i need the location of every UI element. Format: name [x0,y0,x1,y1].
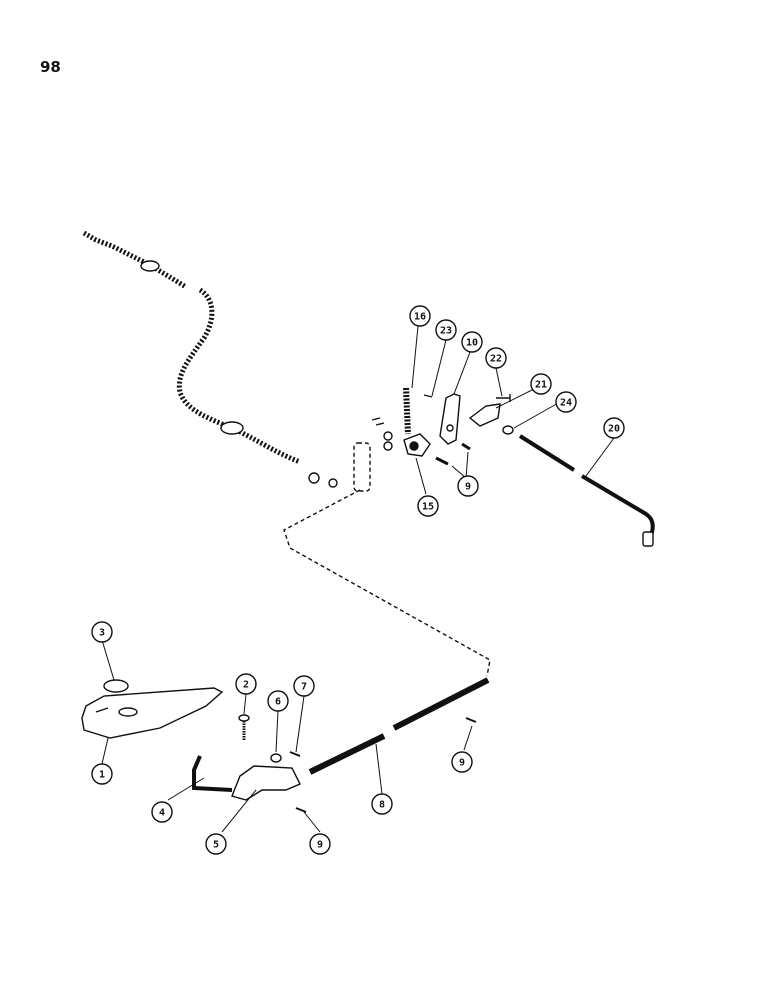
spring [403,387,411,435]
callout-label-8: 8 [379,800,385,811]
callout-9b [451,751,473,773]
callout-2 [235,673,257,695]
callout-label-24: 24 [560,398,572,409]
throttle-rod [518,434,655,547]
callout-6 [267,690,289,712]
callout-4 [151,801,173,823]
callout-label-9c: 9 [317,840,323,851]
pin-lower-left [295,807,307,813]
callout-label-15: 15 [422,502,434,513]
callout-label-23: 23 [440,326,452,337]
callout-9c [309,833,331,855]
lever [439,393,461,445]
bolt [496,394,511,402]
foot-pedal [81,687,224,739]
callout-3 [91,621,113,643]
callout-label-6: 6 [275,697,281,708]
callout-label-22: 22 [490,354,502,365]
callout-10 [461,331,483,353]
callout-label-21: 21 [535,380,547,391]
cotter-pin-23 [423,394,433,398]
callout-label-4: 4 [159,808,165,819]
callout-5 [205,833,227,855]
pin-upper [435,442,471,466]
pedal-pad [103,679,129,693]
leader-lines [101,325,615,833]
callout-label-7: 7 [301,682,307,693]
callout-23 [435,319,457,341]
dashed-bracket [283,442,491,677]
callout-1 [91,763,113,785]
callout-24 [555,391,577,413]
callout-label-3: 3 [99,628,105,639]
callout-label-16: 16 [414,312,426,323]
pin-lower-right [465,717,477,723]
callout-label-9a: 9 [465,482,471,493]
bracket-arm [468,403,501,427]
page-number: 98 [40,58,61,76]
cross-shaft [308,677,490,775]
callout-21 [530,373,552,395]
callout-circles [91,305,625,855]
pivot-bracket [231,765,301,801]
bracket-hardware [371,417,393,451]
flat-washer [270,753,282,763]
washer [502,425,514,435]
callout-16 [409,305,431,327]
screw [238,714,250,740]
throttle-cable [82,230,338,488]
callout-22 [485,347,507,369]
callout-9a [457,475,479,497]
callout-8 [371,793,393,815]
callout-label-10: 10 [466,338,478,349]
pin-seven [289,751,301,757]
callout-7 [293,675,315,697]
callout-label-9b: 9 [459,758,465,769]
callout-label-5: 5 [213,840,219,851]
callout-15 [417,495,439,517]
pedal-arm [192,755,233,792]
callout-20 [603,417,625,439]
callout-label-1: 1 [99,770,105,781]
callout-label-20: 20 [608,424,620,435]
callout-label-2: 2 [243,680,249,691]
